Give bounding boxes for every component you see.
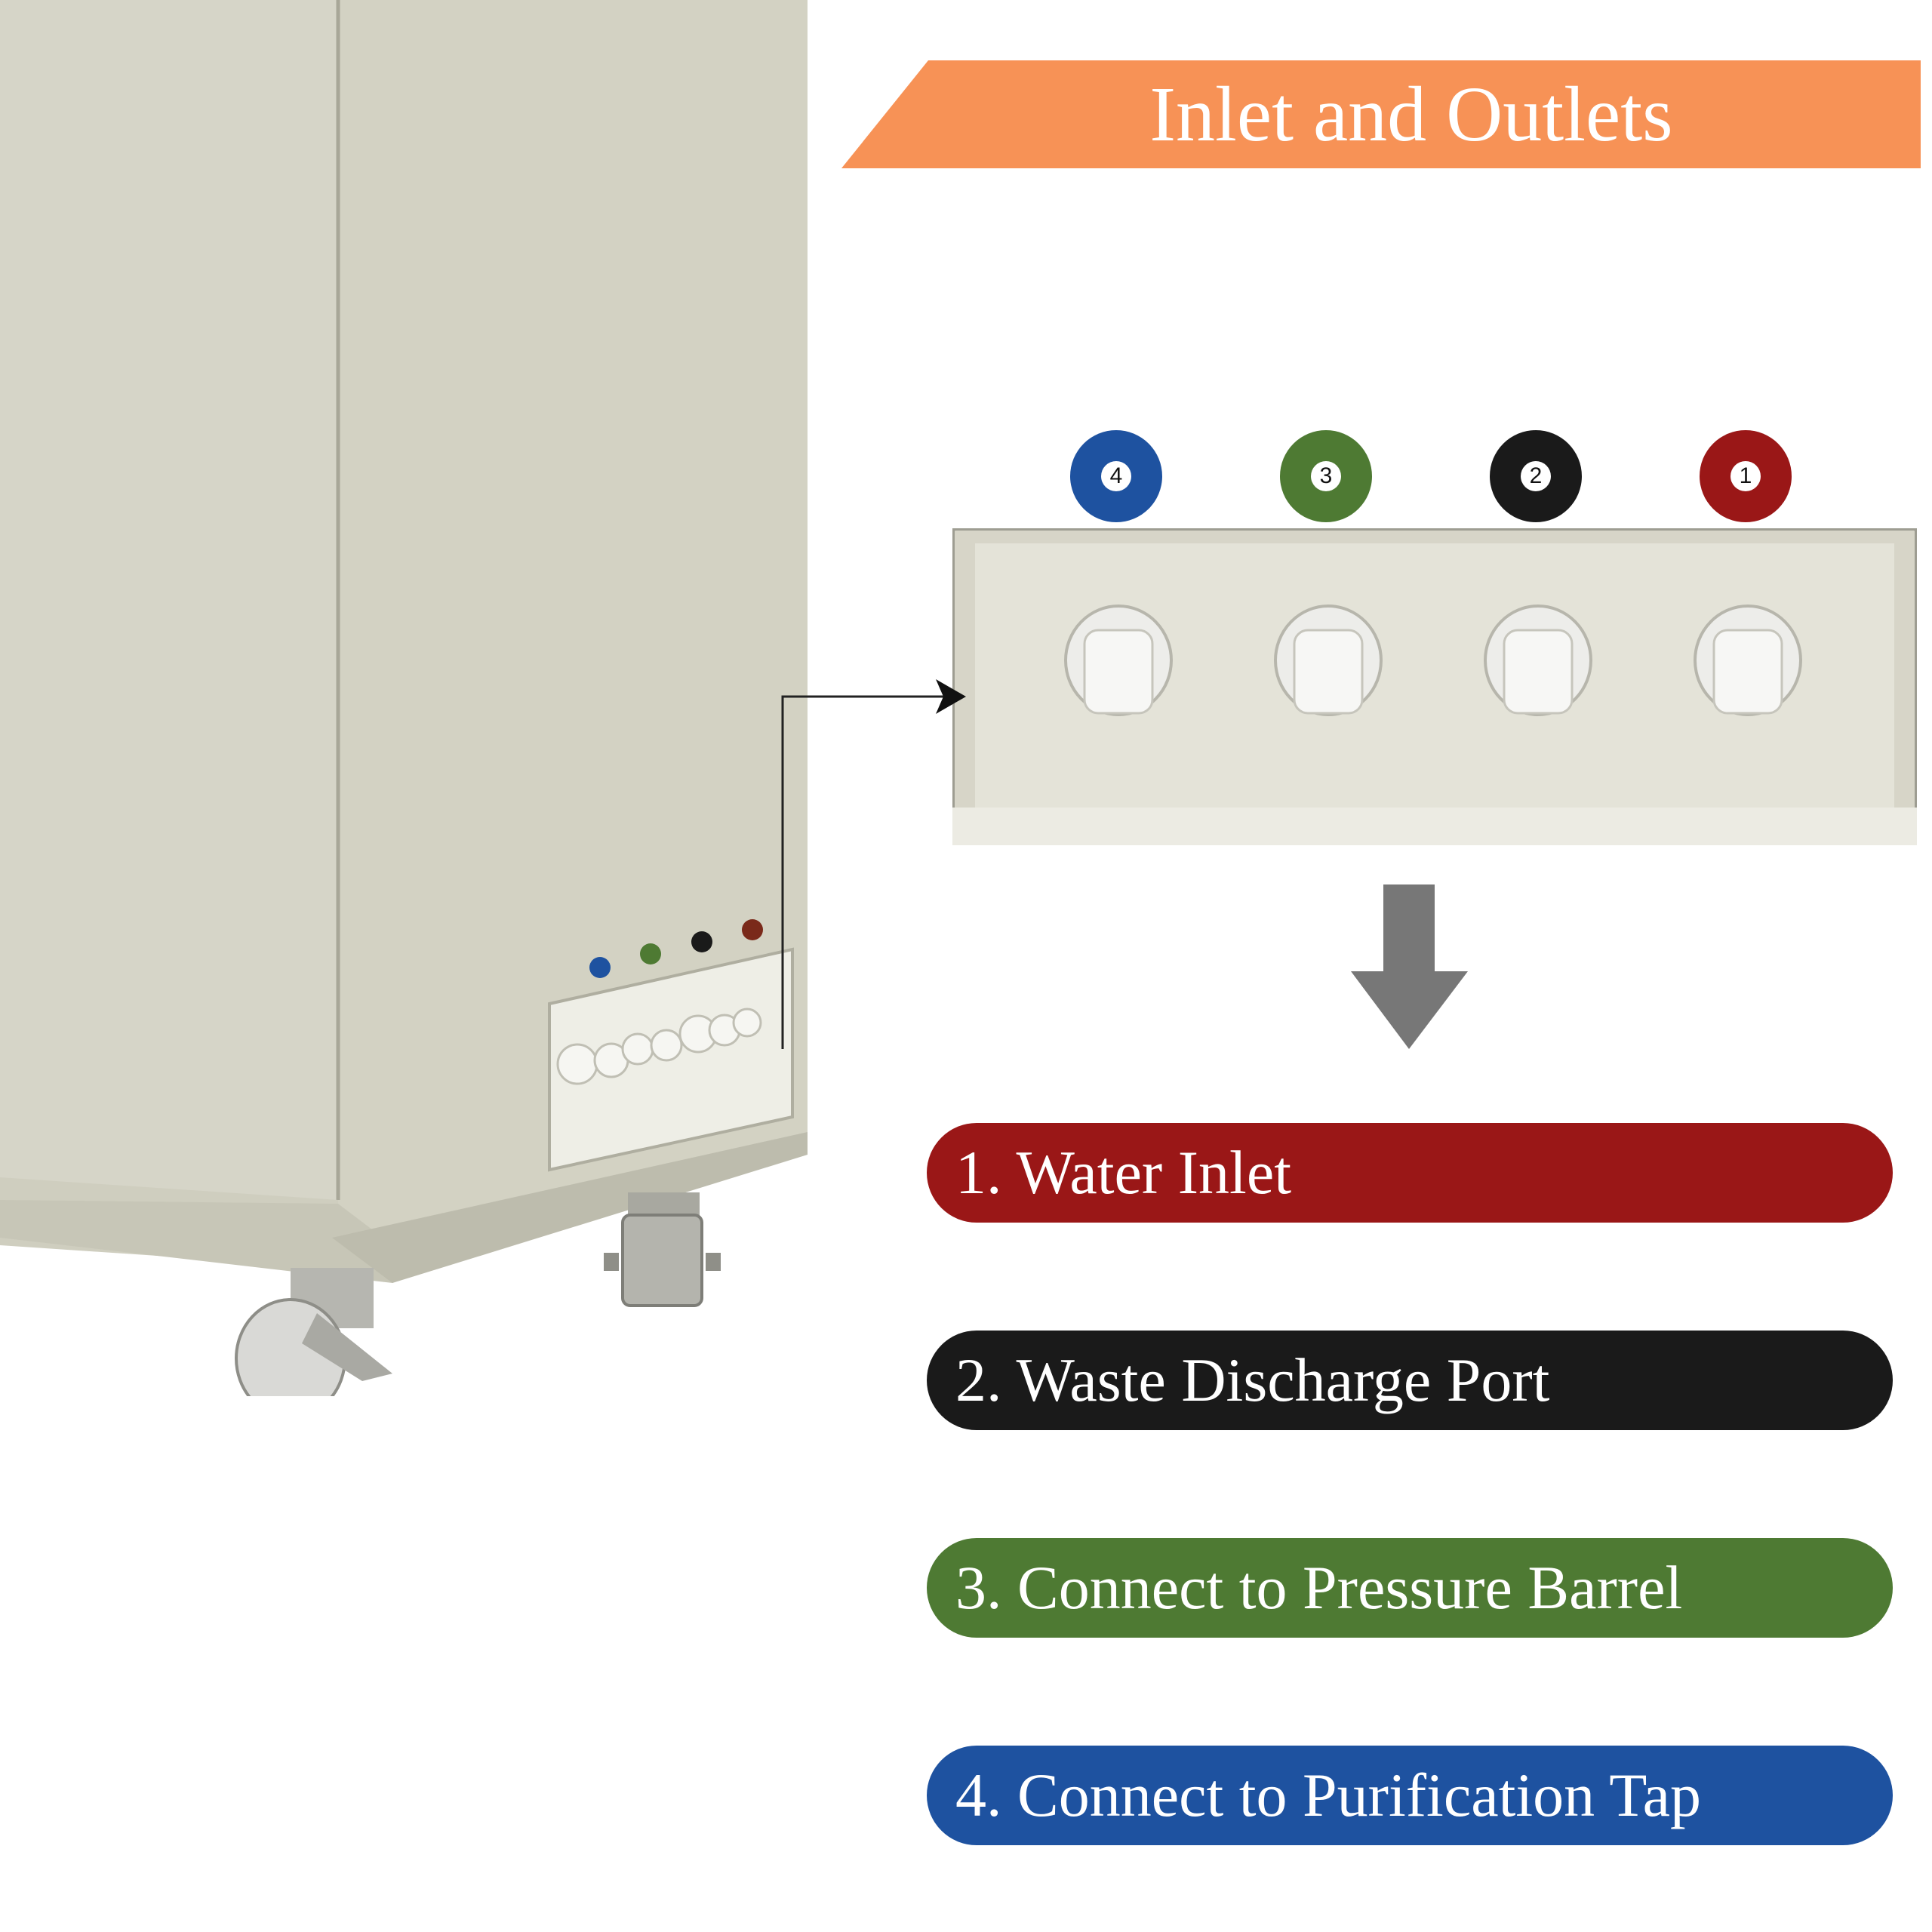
port-number-1: 1 [1700, 430, 1792, 522]
arrow-down-icon [1351, 884, 1468, 1049]
legend-waste-discharge: 2. Waste Discharge Port [927, 1331, 1893, 1430]
port-number-3: 3 [1280, 430, 1372, 522]
title-banner: Inlet and Outlets [841, 60, 1921, 168]
cabinet-illustration [0, 0, 808, 1396]
legend-label: 3. Connect to Pressure Barrel [955, 1553, 1683, 1622]
legend-water-inlet: 1. Water Inlet [927, 1123, 1893, 1223]
page-title: Inlet and Outlets [1149, 71, 1673, 158]
port-number-4-label: 4 [1101, 461, 1131, 491]
port-panel-closeup [952, 528, 1917, 845]
legend-label: 4. Connect to Purification Tap [955, 1761, 1701, 1829]
port-fittings [1064, 605, 1802, 716]
port-number-1-label: 1 [1730, 461, 1761, 491]
port-number-3-label: 3 [1311, 461, 1341, 491]
legend-label: 1. Water Inlet [955, 1138, 1291, 1207]
port-number-2-label: 2 [1521, 461, 1551, 491]
port-number-4: 4 [1070, 430, 1162, 522]
legend-purification-tap: 4. Connect to Purification Tap [927, 1746, 1893, 1845]
legend-label: 2. Waste Discharge Port [955, 1346, 1550, 1414]
legend-pressure-barrel: 3. Connect to Pressure Barrel [927, 1538, 1893, 1638]
port-number-2: 2 [1490, 430, 1582, 522]
